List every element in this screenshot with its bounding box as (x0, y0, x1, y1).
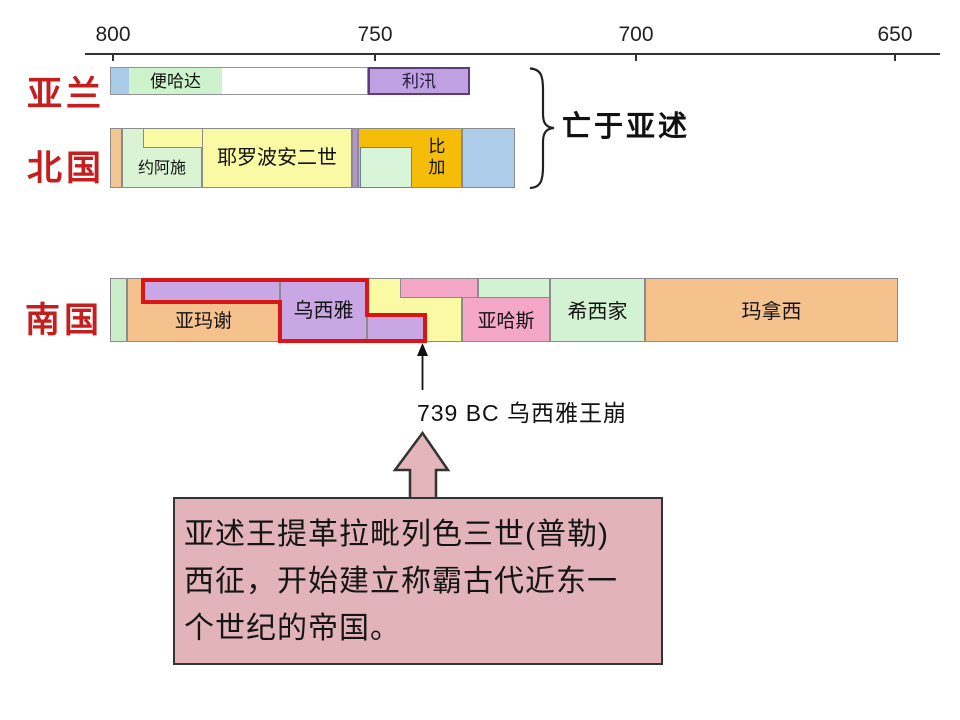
row-label-south: 南国 (25, 301, 104, 340)
timeline-segment (110, 278, 127, 342)
row-label-north: 北国 (27, 149, 106, 188)
timeline-segment (478, 278, 550, 298)
timeline-segment (143, 128, 203, 148)
axis-tick-label-700: 700 (618, 23, 654, 46)
axis-line (85, 53, 940, 55)
king-block-耶罗波安二世: 耶罗波安二世 (202, 128, 352, 188)
axis-tick-800 (112, 54, 114, 61)
destroyed-by-assyria-label: 亡于亚述 (562, 111, 691, 143)
king-block-希西家: 希西家 (550, 278, 645, 342)
axis-tick-label-650: 650 (877, 23, 913, 46)
king-label: 耶罗波安二世 (217, 147, 337, 169)
king-label: 约阿施 (137, 160, 186, 177)
king-block-乌西雅: 乌西雅 (280, 278, 367, 342)
king-label: 亚哈斯 (477, 310, 535, 332)
uzziah-death-label: 739 BC 乌西雅王崩 (416, 400, 628, 426)
axis-tick-700 (635, 54, 637, 61)
king-label: 亚玛谢 (174, 310, 232, 332)
assyria-note-box: 亚述王提革拉毗列色三世(普勒) 西征，开始建立称霸古代近东一 个世纪的帝国。 (173, 497, 663, 665)
king-block-利汛: 利汛 (368, 67, 470, 95)
axis-tick-label-800: 800 (95, 23, 131, 46)
timeline-segment (110, 128, 122, 188)
timeline-segment (111, 68, 129, 94)
axis-tick-750 (374, 54, 376, 61)
row-label-aram: 亚兰 (27, 75, 106, 114)
note-line-2: 西征，开始建立称霸古代近东一 (184, 565, 618, 598)
king-label: 希西家 (567, 301, 628, 323)
timeline-segment (367, 315, 425, 342)
axis-tick-650 (894, 54, 896, 61)
timeline-segment (400, 278, 478, 298)
king-label: 利汛 (402, 71, 436, 91)
timeline-segment (360, 147, 412, 188)
king-label: 便哈达 (150, 71, 201, 91)
note-line-1: 亚述王提革拉毗列色三世(普勒) (184, 518, 609, 551)
king-label: 比加 (425, 137, 445, 179)
axis-tick-label-750: 750 (357, 23, 393, 46)
timeline-segment (462, 128, 515, 188)
note-line-3: 个世纪的帝国。 (184, 612, 401, 645)
king-label: 玛拿西 (741, 301, 802, 323)
timeline-segment (143, 279, 280, 302)
king-block-便哈达: 便哈达 (129, 68, 222, 94)
king-label: 乌西雅 (293, 300, 354, 322)
timeline-segment (352, 128, 358, 188)
king-block-玛拿西: 玛拿西 (645, 278, 898, 342)
